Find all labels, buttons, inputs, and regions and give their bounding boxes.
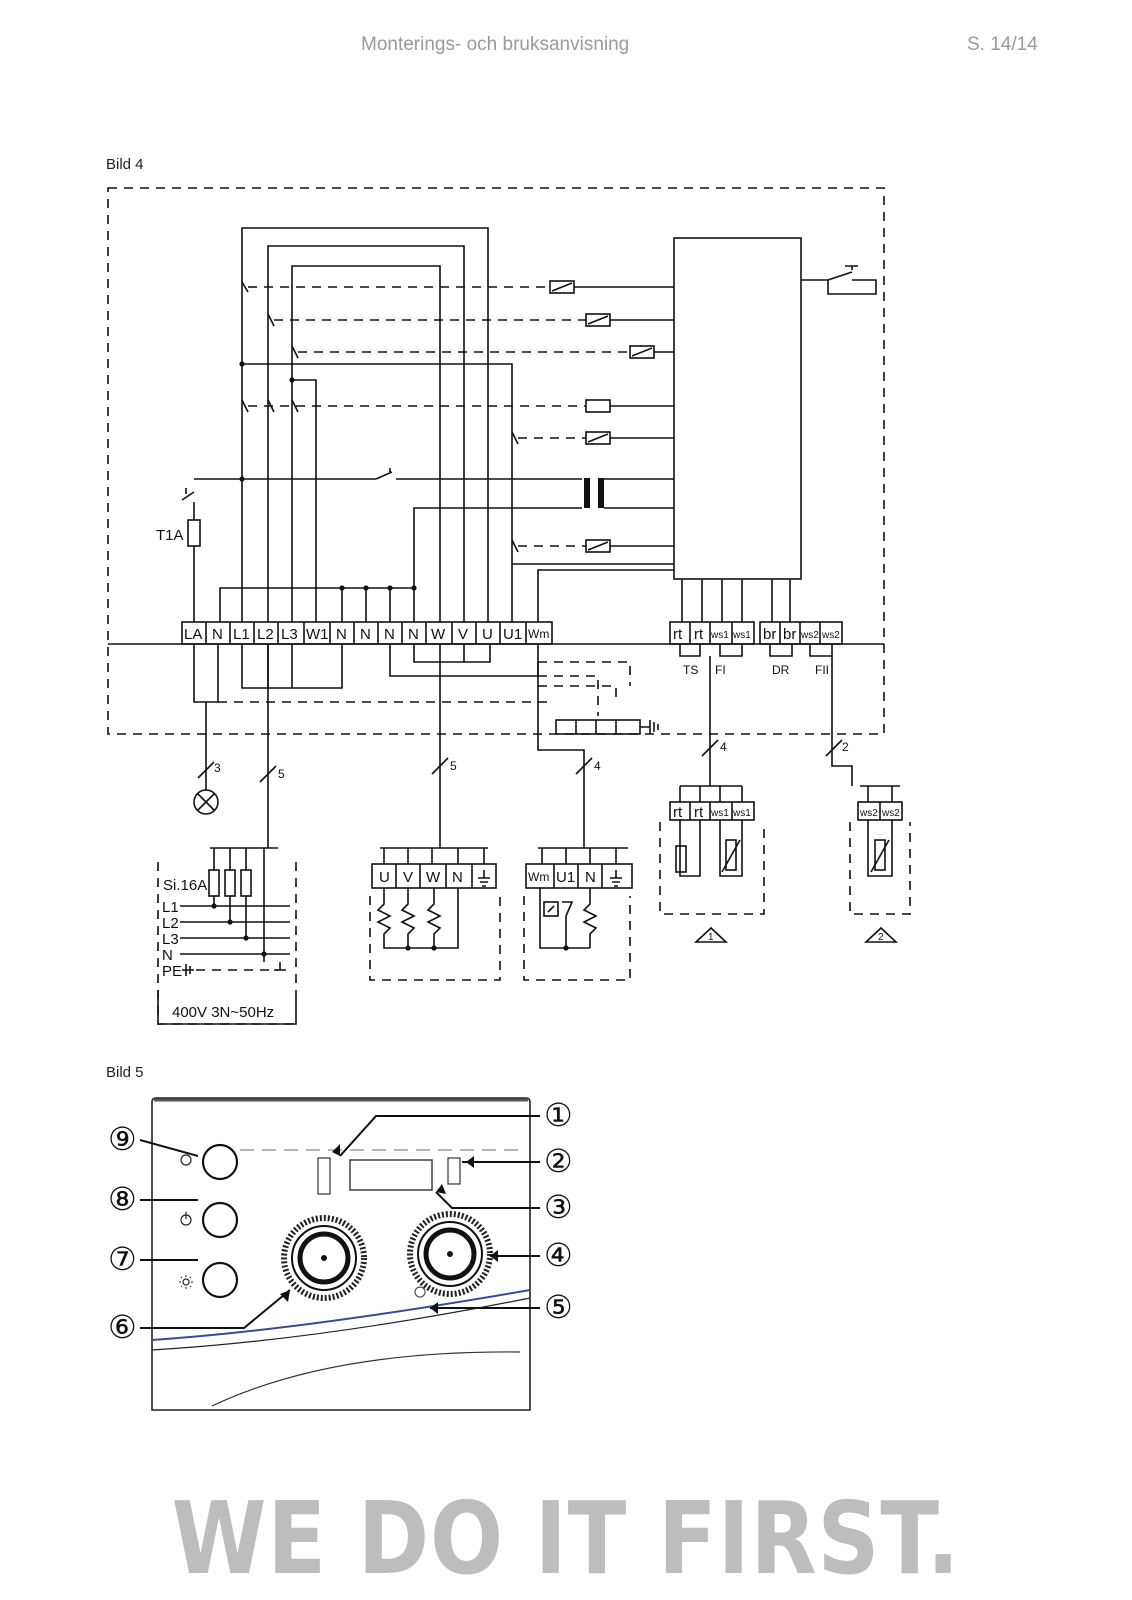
sensor1-terminal-rt: rt [673,804,683,821]
loop-l1 [241,227,489,622]
sensor2-number: 2 [878,932,884,943]
sensor1-number: 1 [708,932,714,943]
sensor1-terminal-rt: rt [694,804,704,821]
terminal-n: N [336,626,347,643]
sensor1-terminal-ws1: ws1 [710,808,729,819]
motor-terminal-w: W [426,869,441,886]
right-knob [407,1211,493,1297]
wire-count-supply: 5 [278,767,285,781]
indicator-right [447,1157,461,1185]
motor-terminal-n: N [452,869,463,886]
callout-9: ⑨ [108,1120,137,1158]
sensor-box-2: ws2 ws2 2 [849,785,911,943]
callout-8: ⑧ [108,1180,137,1218]
control-panel-illustration [139,1097,540,1411]
callout-1: ① [544,1096,573,1134]
terminal-l1: L1 [233,626,250,643]
terminal-u1: U1 [503,626,522,643]
display-window [349,1159,433,1191]
sensor-box-1: rt rt ws1 ws1 1 [659,785,765,943]
loop-l2 [267,245,465,622]
label-fi: FI [715,663,726,677]
terminal-rt: rt [673,626,683,643]
left-knob [281,1215,367,1301]
sensor-terminal-strip: rt rt ws1 ws1 br br ws2 ws2 [669,621,843,645]
terminal-n: N [212,626,223,643]
sensor1-terminal-ws1: ws1 [732,808,751,819]
wire-count-sensor1: 4 [720,740,727,754]
supply-n-label: N [162,947,173,964]
supply-pe-label: PE [162,963,182,980]
document-title: Monterings- och bruksanvisning [361,34,630,55]
callout-5: ⑤ [544,1288,573,1326]
enclosure-outline [107,187,885,735]
terminal-l2: L2 [257,626,274,643]
terminal-ws1: ws1 [732,630,751,641]
terminal-n: N [408,626,419,643]
status-led [414,1286,426,1298]
valve-terminal-n: N [585,869,596,886]
terminal-l3: L3 [281,626,298,643]
main-terminal-strip: LA N L1 L2 L3 W1 N N N N W V U U1 Wm [181,621,553,645]
valve-terminal-u1: U1 [556,869,575,886]
label-ts: TS [683,663,698,677]
sensor2-terminal-ws2: ws2 [859,808,878,819]
terminal-v: V [458,626,468,643]
wire-count-valve: 4 [594,759,601,773]
loop-l3 [291,265,441,622]
supply-fuse-label: Si.16A [163,877,207,894]
power-supply-box: Si.16A L1 L2 L3 N PE 400V 3N~50Hz [157,847,297,1025]
control-unit [673,237,802,580]
wire-count-sensor2: 2 [842,740,849,754]
label-fii: FII [815,663,829,677]
motor-terminal-u: U [379,869,390,886]
callout-7: ⑦ [108,1240,137,1278]
fuse-label: T1A [156,527,184,544]
timer-button [201,1143,239,1181]
terminal-u: U [482,626,493,643]
terminal-wm: Wm [528,627,549,641]
page-number: S. 14/14 [967,34,1038,55]
supply-l3-label: L3 [162,931,179,948]
label-dr: DR [772,663,790,677]
callout-labels: ① ② ③ ④ ⑤ ⑥ ⑦ ⑧ ⑨ [108,1096,573,1346]
motor-box: U V W N [369,847,501,981]
supply-l2-label: L2 [162,915,179,932]
wire-count-motor: 5 [450,759,457,773]
power-button [201,1201,239,1239]
light-button [201,1261,239,1299]
terminal-n: N [384,626,395,643]
terminal-br: br [783,626,796,643]
callout-4: ④ [544,1236,573,1274]
supply-l1-label: L1 [162,899,179,916]
brand-slogan: WE DO IT FIRST. [171,1480,961,1597]
clock-icon [180,1154,192,1166]
supply-rating: 400V 3N~50Hz [172,1004,274,1021]
callout-3: ③ [544,1188,573,1226]
sun-icon [182,1278,190,1286]
valve-terminal-wm: Wm [528,870,549,884]
wire-count-lamp: 3 [214,761,221,775]
terminal-n: N [360,626,371,643]
indicator-left [317,1157,331,1195]
terminal-w: W [431,626,446,643]
terminal-w1: W1 [306,626,329,643]
terminal-ws1: ws1 [710,630,729,641]
terminal-ws2: ws2 [800,630,819,641]
door-switch [801,265,877,295]
terminal-rt: rt [694,626,704,643]
terminal-br: br [763,626,776,643]
terminal-ws2: ws2 [821,630,840,641]
motor-terminal-v: V [403,869,413,886]
sensor2-terminal-ws2: ws2 [881,808,900,819]
callout-6: ⑥ [108,1308,137,1346]
terminal-la: LA [184,626,202,643]
figure-4-label: Bild 4 [106,156,144,173]
valve-box: Wm U1 N [523,847,633,981]
figure-5-label: Bild 5 [106,1064,144,1081]
callout-2: ② [544,1142,573,1180]
